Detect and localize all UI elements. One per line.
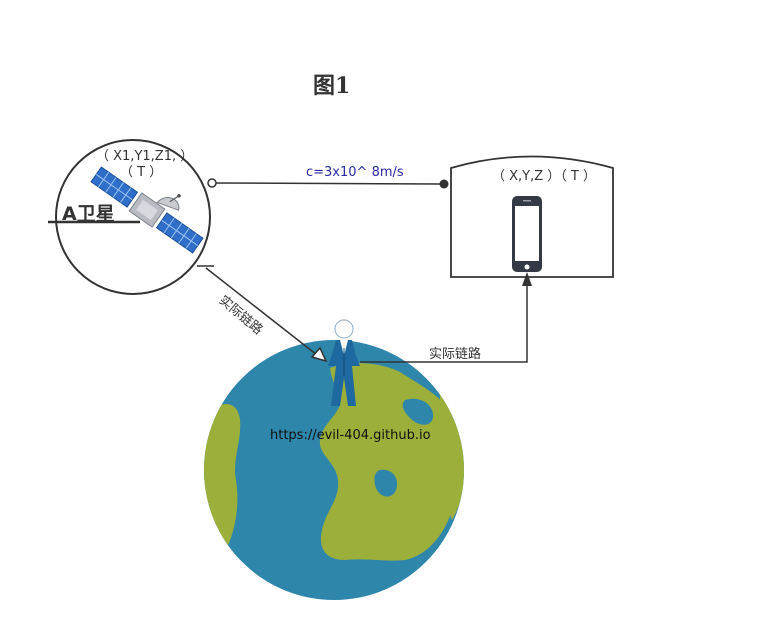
- earth-icon: [204, 340, 464, 600]
- link-left-line: [205, 267, 318, 356]
- satellite-coords-label: （ X1,Y1,Z1, ）: [96, 149, 194, 164]
- link-left-arrowhead: [310, 346, 328, 363]
- satellite-name-label: A卫星: [62, 203, 115, 225]
- link-right-arrowhead: [522, 272, 532, 286]
- signal-start-dot: [207, 178, 217, 188]
- figure-title: 图1: [313, 73, 351, 99]
- satellite-orbit-circle: [55, 139, 211, 295]
- satellite-time-label: （ T ）: [120, 165, 163, 180]
- signal-line: [215, 182, 441, 185]
- person-icon: [328, 319, 360, 406]
- signal-end-dot: [439, 179, 449, 189]
- signal-speed-label: c=3x10^ 8m/s: [306, 165, 404, 180]
- phone-coords-label: （ X,Y,Z ）（ T ）: [492, 169, 596, 184]
- phone-icon: [512, 196, 542, 272]
- link-right-line: [360, 284, 528, 363]
- watermark-link[interactable]: https://evil-404.github.io: [270, 428, 431, 443]
- satellite-icon: [90, 166, 204, 254]
- link-right-label: 实际链路: [429, 347, 482, 362]
